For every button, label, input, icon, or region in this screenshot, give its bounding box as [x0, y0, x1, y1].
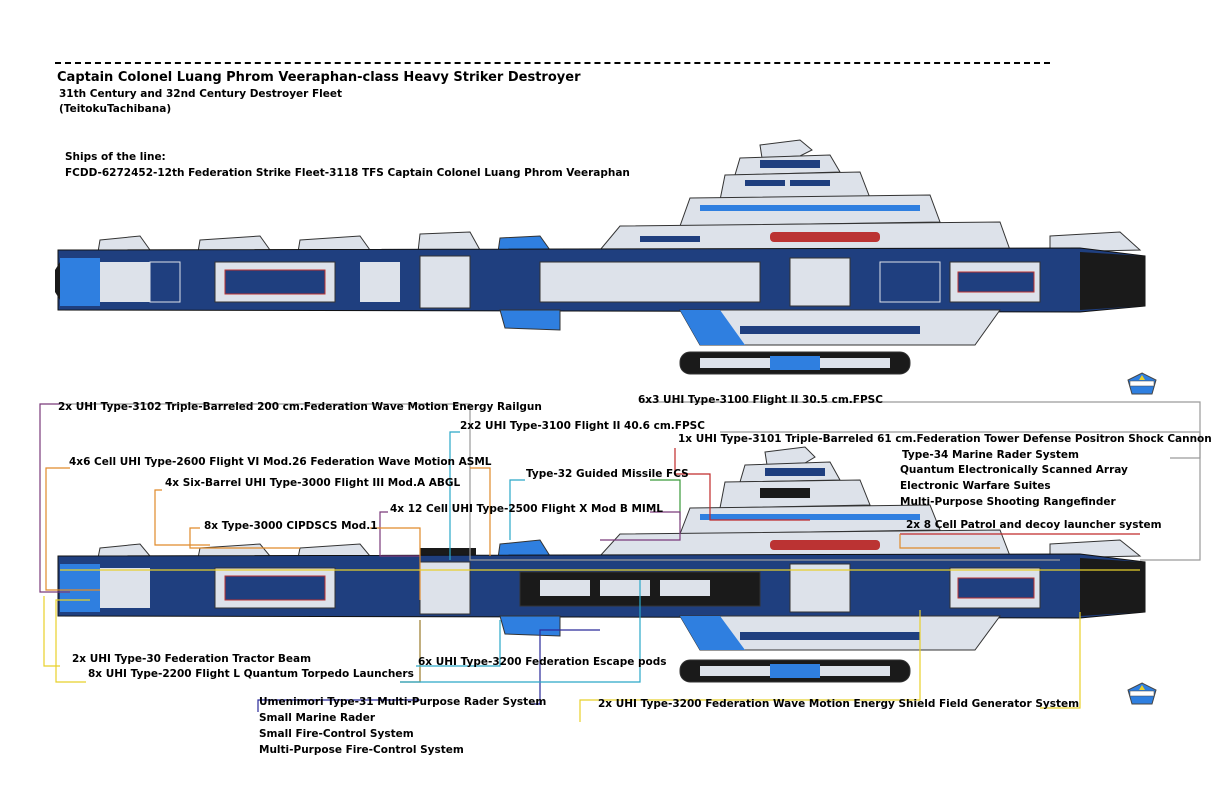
- callout-fpsc-40: 2x2 UHI Type-3100 Flight II 40.6 cm.FPSC: [460, 420, 705, 432]
- ship-entry: FCDD-6272452-12th Federation Strike Flee…: [65, 167, 630, 179]
- callout-radar-34: Type-34 Marine Rader System: [902, 449, 1079, 461]
- turrets-top: [97, 231, 1142, 253]
- keel-top: [499, 309, 1001, 375]
- callout-radar-31: Umenimori Type-31 Multi-Purpose Rader Sy…: [259, 696, 547, 708]
- callout-lines: [39, 401, 1201, 722]
- callout-rangefinder: Multi-Purpose Shooting Rangefinder: [900, 496, 1116, 508]
- federation-emblem-icon: [1127, 372, 1157, 395]
- page-subtitle: 31th Century and 32nd Century Destroyer …: [59, 88, 343, 100]
- callout-railgun: 2x UHI Type-3102 Triple-Barreled 200 cm.…: [58, 401, 542, 413]
- callout-ews: Electronic Warfare Suites: [900, 480, 1051, 492]
- callout-positron: 1x UHI Type-3101 Triple-Barreled 61 cm.F…: [678, 433, 1212, 445]
- hull-top: [55, 247, 1146, 313]
- ships-heading: Ships of the line:: [65, 151, 166, 163]
- turrets-bottom: [97, 539, 1142, 559]
- callout-asml: 4x6 Cell UHI Type-2600 Flight VI Mod.26 …: [69, 456, 492, 468]
- header-divider: [55, 62, 1050, 64]
- callout-small-radar: Small Marine Rader: [259, 712, 375, 724]
- tower-bottom: [598, 446, 1011, 557]
- callout-torpedo: 8x UHI Type-2200 Flight L Quantum Torped…: [88, 668, 414, 680]
- callout-missile-fcs: Type-32 Guided Missile FCS: [526, 468, 689, 480]
- hull-bottom: [57, 553, 1146, 619]
- keel-bottom: [499, 615, 1001, 683]
- callout-decoy: 2x 8 Cell Patrol and decoy launcher syst…: [906, 519, 1162, 531]
- callout-ciws: 8x Type-3000 CIPDSCS Mod.1: [204, 520, 378, 532]
- callout-shield: 2x UHI Type-3200 Federation Wave Motion …: [598, 698, 1080, 710]
- callout-qesa: Quantum Electronically Scanned Array: [900, 464, 1128, 476]
- callout-miml: 4x 12 Cell UHI Type-2500 Flight X Mod B …: [390, 503, 663, 515]
- federation-emblem-icon: [1127, 682, 1157, 705]
- callout-small-fcs: Small Fire-Control System: [259, 728, 414, 740]
- callout-abgl: 4x Six-Barrel UHI Type-3000 Flight III M…: [165, 477, 461, 489]
- callout-escape: 6x UHI Type-3200 Federation Escape pods: [418, 656, 667, 668]
- page-title: Captain Colonel Luang Phrom Veeraphan-cl…: [57, 70, 581, 85]
- callout-tractor: 2x UHI Type-30 Federation Tractor Beam: [72, 653, 312, 665]
- callout-fpsc-30: 6x3 UHI Type-3100 Flight II 30.5 cm.FPSC: [638, 394, 883, 406]
- author-credit: (TeitokuTachibana): [59, 103, 172, 115]
- callout-mp-fcs: Multi-Purpose Fire-Control System: [259, 744, 464, 756]
